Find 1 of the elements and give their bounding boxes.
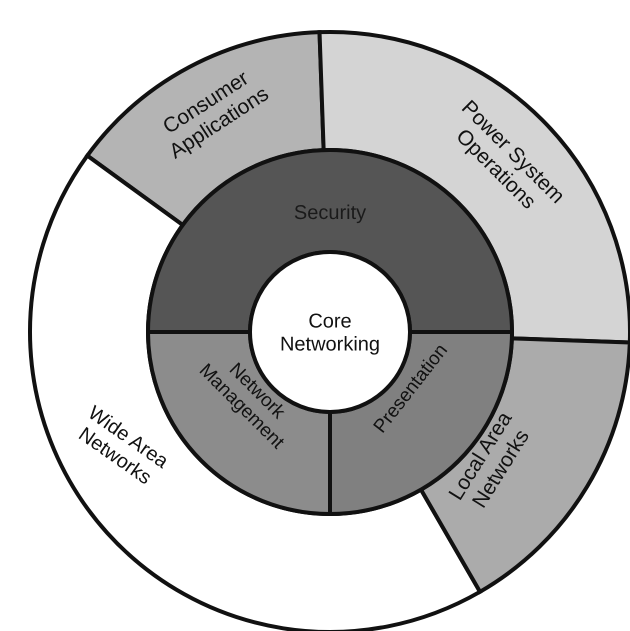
segment-label: Security <box>294 202 366 224</box>
